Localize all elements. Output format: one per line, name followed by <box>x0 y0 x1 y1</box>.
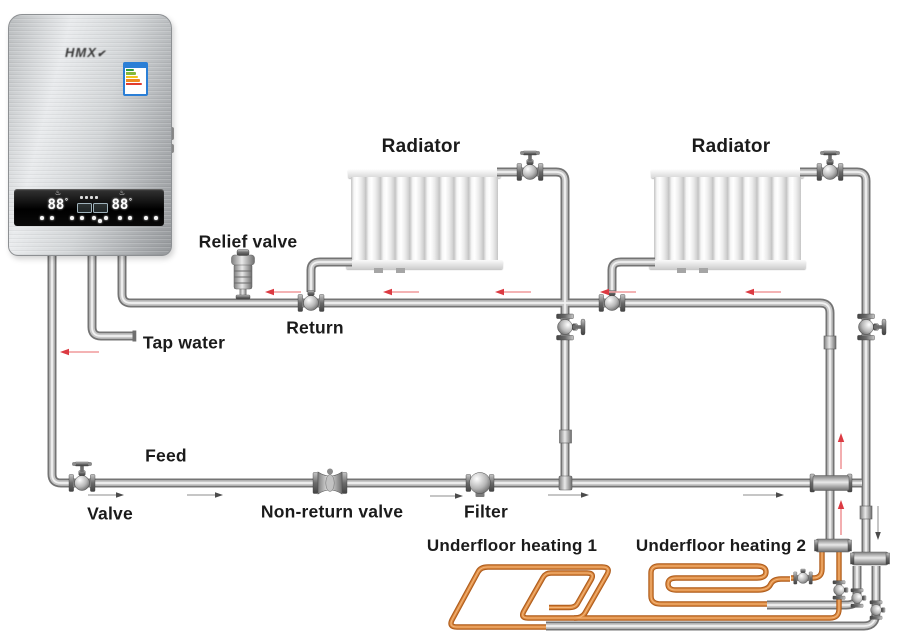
crossing-fitting <box>809 473 853 493</box>
return-tee-valve-1 <box>297 290 325 312</box>
panel-button[interactable] <box>128 216 132 220</box>
left-temperature-display: 88° <box>47 197 69 213</box>
flow-arrow-left <box>745 288 781 296</box>
panel-button[interactable] <box>118 216 122 220</box>
radiator-bottom-cap <box>649 260 806 269</box>
panel-button[interactable] <box>50 216 54 220</box>
panel-button[interactable] <box>104 216 108 220</box>
panel-button[interactable] <box>98 219 102 223</box>
panel-button[interactable] <box>70 216 74 220</box>
heat-icon: ♨ <box>118 190 126 197</box>
electric-boiler: HMX✔ ♨ ♨ 88° 88° <box>8 14 172 256</box>
label-radiator-2: Radiator <box>691 136 771 157</box>
mini-display-1 <box>77 203 92 213</box>
pipes-gray <box>52 172 876 626</box>
manifold-valve-2 <box>832 580 849 600</box>
label-feed: Feed <box>145 445 187 466</box>
non-return-valve <box>312 468 348 495</box>
label-valve: Valve <box>87 503 133 524</box>
manifold-valve-3 <box>850 588 867 608</box>
radiator1-valve <box>516 150 544 181</box>
radiator-fins <box>654 177 801 261</box>
radiator-fins <box>351 177 498 261</box>
label-radiator-1: Radiator <box>381 136 461 157</box>
right-temperature-display: 88° <box>111 197 133 213</box>
radiator-bottom-cap <box>346 260 503 269</box>
feed-shutoff-valve <box>68 461 96 492</box>
flow-arrow-right <box>548 492 589 498</box>
mini-display-2 <box>93 203 108 213</box>
label-tap-water: Tap water <box>142 332 226 353</box>
label-underfloor-2: Underfloor heating 2 <box>635 536 807 555</box>
pipe-coupler <box>859 505 873 520</box>
heat-icon: ♨ <box>54 190 62 197</box>
radiator-top-cap <box>651 169 804 178</box>
flow-arrow-left <box>495 288 531 296</box>
radiator-2 <box>649 169 806 269</box>
flow-arrow-left <box>600 288 636 296</box>
panel-button[interactable] <box>80 216 84 220</box>
flow-arrow-left <box>383 288 419 296</box>
flow-arrow-up <box>837 433 845 469</box>
flow-arrow-left <box>265 288 301 296</box>
energy-rating-sticker <box>123 62 148 96</box>
label-non-return-valve: Non-return valve <box>260 501 404 522</box>
logo-mark: ✔ <box>96 49 107 60</box>
relief-valve <box>231 249 255 300</box>
label-return: Return <box>286 317 344 338</box>
pipe-coupler <box>559 429 572 444</box>
manifold-2 <box>851 551 889 566</box>
return-tee-valve-2 <box>598 290 626 312</box>
flow-arrow-down <box>875 506 881 540</box>
panel-button[interactable] <box>40 216 44 220</box>
flow-arrow-right <box>88 492 124 498</box>
tee-fitting <box>558 475 573 491</box>
tap-water-pipe-end <box>132 330 137 342</box>
flow-arrow-right <box>430 493 463 499</box>
label-filter: Filter <box>464 501 508 522</box>
panel-button[interactable] <box>92 216 96 220</box>
label-relief-valve: Relief valve <box>198 231 298 252</box>
manifold-1 <box>815 538 851 553</box>
manifold-valve-4 <box>869 600 886 620</box>
radiator-1 <box>346 169 503 269</box>
pipe-coupler <box>823 335 837 350</box>
flow-arrow-right <box>743 492 784 498</box>
panel-button[interactable] <box>144 216 148 220</box>
flow-arrow-left <box>60 348 99 356</box>
flow-arrows <box>60 288 881 540</box>
radiator-top-cap <box>348 169 501 178</box>
pipe-fittings <box>168 127 890 566</box>
boiler-logo: HMX✔ <box>65 45 107 60</box>
filter-valve <box>465 472 495 497</box>
riser1-valve <box>556 313 586 341</box>
boiler-control-panel: ♨ ♨ 88° 88° <box>14 189 164 226</box>
flow-arrow-up <box>837 500 845 535</box>
manifold-valve-1 <box>793 568 813 585</box>
flow-arrow-right <box>187 492 223 498</box>
underfloor-pipes <box>451 552 839 627</box>
label-underfloor-1: Underfloor heating 1 <box>426 536 598 555</box>
riser2-valve <box>857 313 887 341</box>
radiator2-valve <box>816 150 844 181</box>
panel-button[interactable] <box>154 216 158 220</box>
